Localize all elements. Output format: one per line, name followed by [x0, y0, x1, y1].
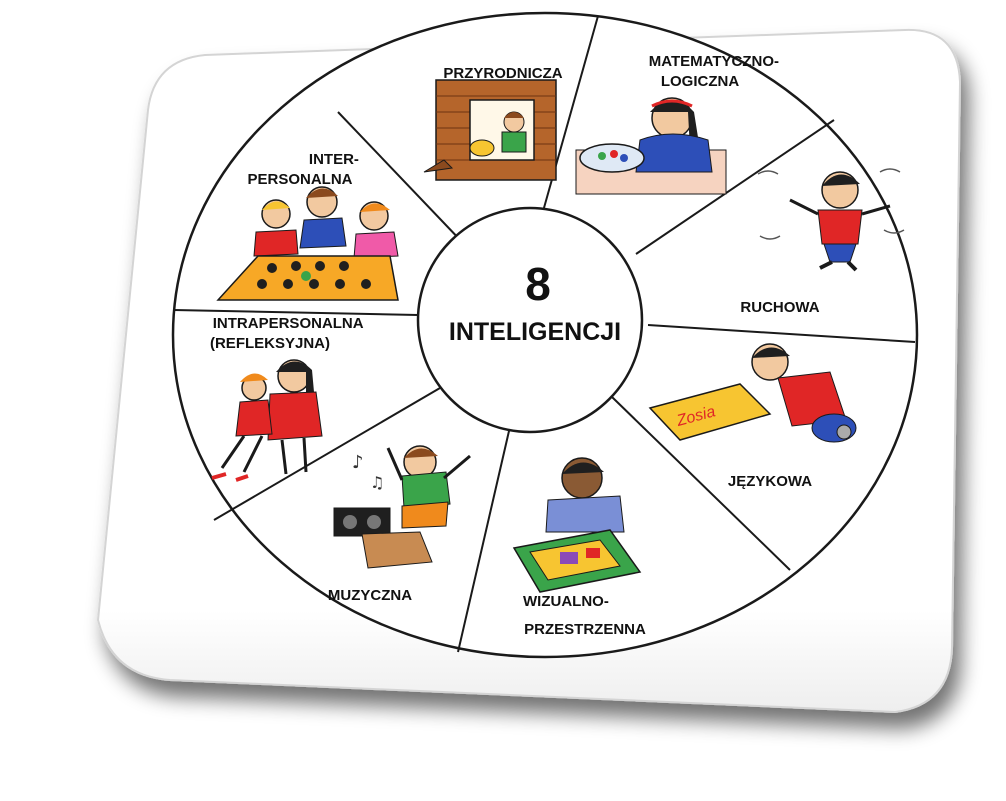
- spoke: [337, 111, 465, 245]
- music-illustration: ♪ ♫: [333, 445, 471, 569]
- spoke: [647, 324, 916, 343]
- label-matematyczno-logiczna: MATEMATYCZNO- LOGICZNA: [649, 53, 783, 90]
- label-jezykowa: JĘZYKOWA: [728, 473, 812, 490]
- label-interpersonalna: INTER- PERSONALNA: [247, 151, 363, 188]
- intrapersonal-illustration: [211, 359, 323, 482]
- wheel: 8 INTELIGENCJI: [171, 11, 919, 659]
- segment-labels: PRZYRODNICZA MATEMATYCZNO- LOGICZNA RUCH…: [210, 53, 820, 638]
- interpersonal-illustration: [216, 186, 399, 301]
- language-illustration: Zosia: [648, 343, 857, 443]
- label-wizualno-przestrzenna: WIZUALNO- PRZESTRZENNA: [523, 593, 646, 638]
- hub-number: 8: [525, 258, 551, 310]
- spoke: [173, 309, 419, 316]
- visual-spatial-illustration: [512, 457, 642, 593]
- label-intrapersonalna: INTRAPERSONALNA (REFLEKSYJNA): [210, 315, 367, 352]
- spoke: [635, 119, 835, 255]
- label-przyrodnicza: PRZYRODNICZA: [443, 65, 562, 82]
- nature-illustration: [423, 79, 557, 181]
- label-muzyczna: MUZYCZNA: [328, 587, 412, 604]
- svg-text:♪: ♪: [352, 452, 364, 473]
- svg-text:♫: ♫: [370, 473, 384, 492]
- movement-illustration: [757, 168, 905, 272]
- wheel-hub: [416, 206, 644, 434]
- hub-title: INTELIGENCJI: [449, 318, 621, 346]
- label-ruchowa: RUCHOWA: [740, 299, 819, 316]
- spoke: [539, 15, 599, 223]
- math-logic-illustration: [575, 97, 727, 195]
- spoke: [213, 387, 441, 521]
- spoke: [457, 417, 513, 653]
- spoke: [611, 396, 791, 571]
